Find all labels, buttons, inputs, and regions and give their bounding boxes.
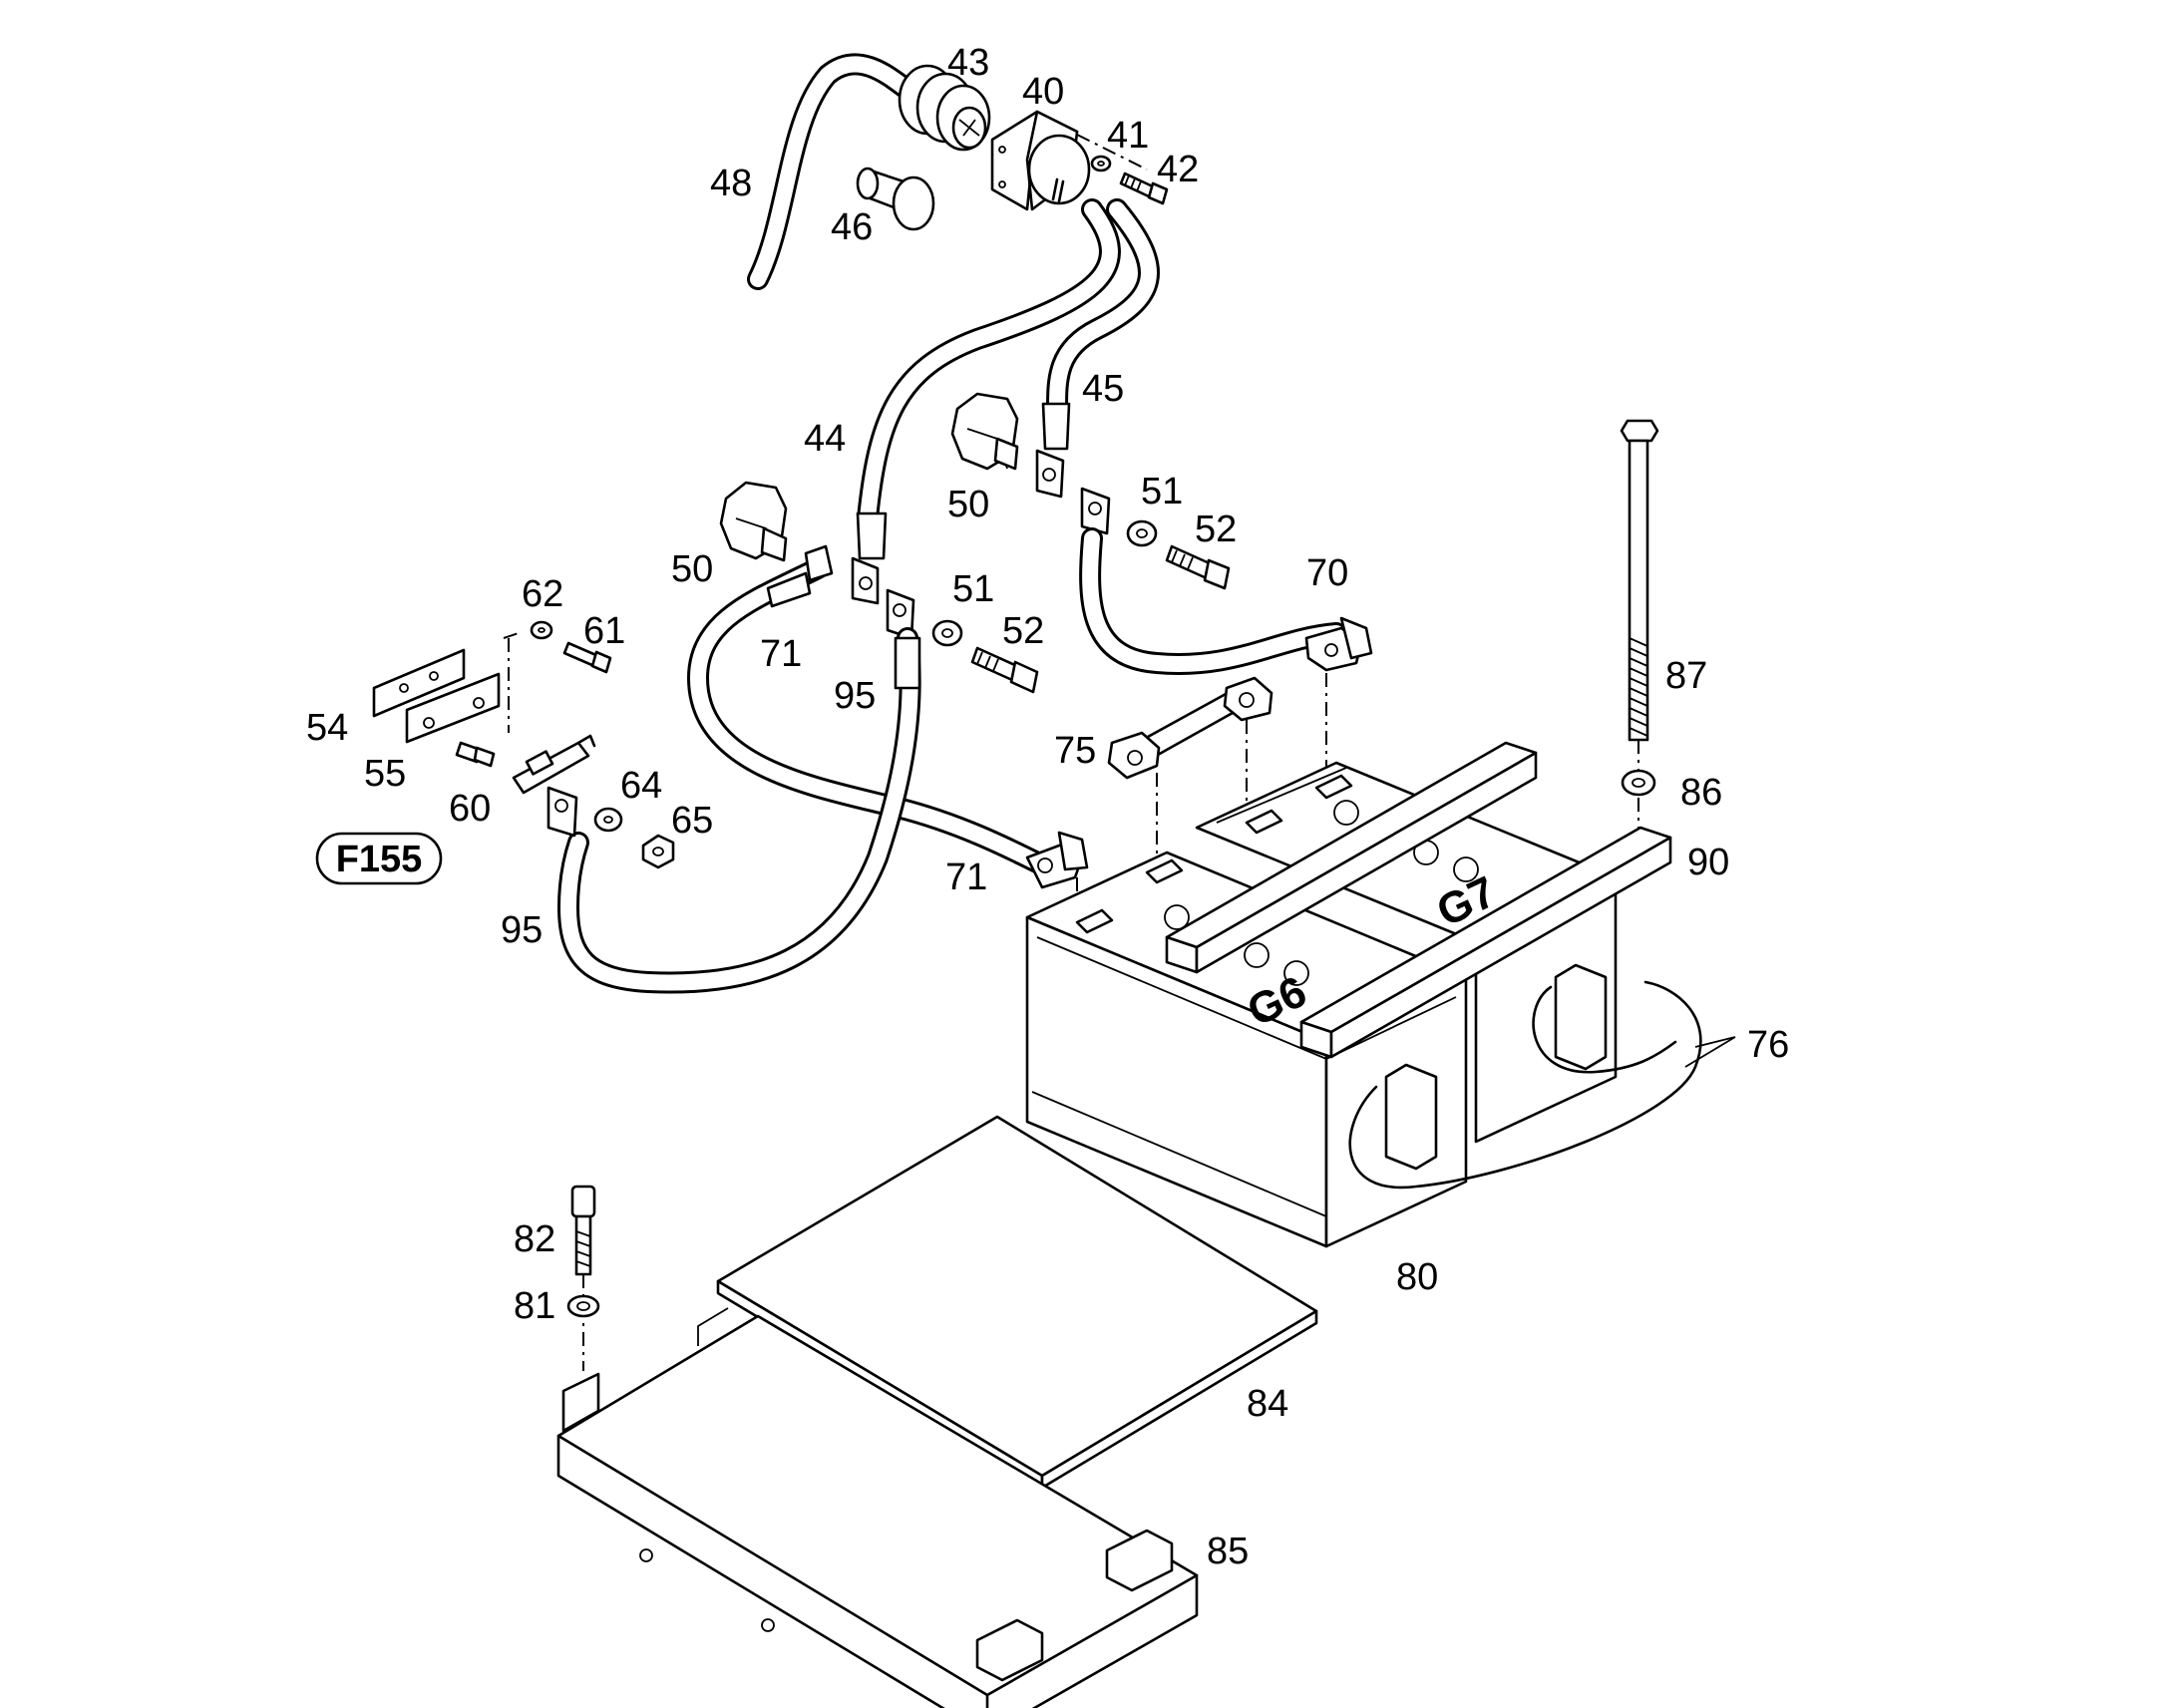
callout-45: 45 — [1082, 368, 1124, 410]
terminal-nut-50-left — [719, 481, 788, 562]
callout-labels: 43 40 41 42 48 46 45 44 50 50 51 52 51 5… — [306, 42, 1789, 1572]
callout-51-upper: 51 — [1141, 471, 1183, 512]
hold-down-bar-upper — [1165, 741, 1538, 974]
bolt-82 — [570, 1185, 596, 1276]
callout-54: 54 — [306, 707, 348, 749]
switch-40 — [990, 110, 1091, 211]
nut-65 — [641, 834, 675, 869]
cable-71 — [687, 544, 1089, 889]
screw-61 — [562, 641, 612, 674]
cable-95-upper — [557, 627, 921, 994]
battery-bridge-75 — [1107, 676, 1273, 780]
callout-71-upper: 71 — [760, 633, 802, 675]
callout-52-upper: 52 — [1195, 509, 1237, 550]
plate-54 — [372, 648, 466, 718]
callout-80: 80 — [1396, 1256, 1438, 1298]
bolt-55-small — [455, 741, 496, 768]
callout-87: 87 — [1665, 655, 1707, 697]
fuse-60 — [512, 734, 596, 795]
washer-81 — [566, 1294, 600, 1318]
callout-75: 75 — [1054, 730, 1096, 772]
washer-51-middle — [931, 619, 963, 647]
washer-86 — [1621, 769, 1656, 797]
callout-41: 41 — [1107, 115, 1149, 157]
bolt-52-middle — [970, 646, 1039, 694]
cap-46 — [856, 167, 935, 231]
strap-76 — [1348, 980, 1702, 1190]
washer-41 — [1090, 155, 1112, 172]
callout-84: 84 — [1247, 1383, 1288, 1425]
callout-70: 70 — [1306, 552, 1348, 594]
terminal-nut-50-right — [950, 392, 1019, 471]
callout-61: 61 — [583, 610, 625, 652]
block-55 — [405, 672, 501, 744]
cable-45 — [1035, 198, 1160, 499]
cable-lug-95-lower — [546, 786, 578, 838]
hold-down-bar-90 — [1299, 826, 1672, 1059]
callout-86: 86 — [1680, 772, 1722, 814]
callout-44: 44 — [804, 418, 846, 460]
washer-51-upper — [1126, 519, 1158, 547]
callout-42: 42 — [1157, 149, 1199, 190]
cable-70 — [1079, 527, 1373, 675]
callout-71-lower: 71 — [945, 856, 987, 898]
callout-48: 48 — [710, 163, 752, 204]
callout-95-upper: 95 — [834, 675, 876, 717]
callout-95-lower: 95 — [501, 909, 543, 951]
callout-50-left: 50 — [671, 548, 713, 590]
cable-48 — [747, 53, 918, 290]
callout-62: 62 — [522, 573, 563, 615]
callout-82: 82 — [514, 1218, 555, 1260]
callout-43: 43 — [947, 42, 989, 84]
callout-60: 60 — [449, 788, 491, 830]
cable-44 — [851, 198, 1121, 605]
callout-90: 90 — [1687, 842, 1729, 883]
callout-40: 40 — [1022, 71, 1064, 113]
callout-52-middle: 52 — [1002, 610, 1044, 652]
washer-62 — [530, 620, 553, 640]
figure-code-text: F155 — [336, 839, 423, 880]
callout-65: 65 — [671, 800, 713, 842]
callout-55: 55 — [364, 753, 406, 795]
callout-64: 64 — [620, 765, 662, 807]
figure-code-badge: F155 — [315, 832, 443, 885]
callout-46: 46 — [831, 206, 873, 248]
bolt-87 — [1620, 419, 1659, 742]
callout-50-right: 50 — [947, 484, 989, 525]
bolt-52-upper — [1165, 544, 1231, 590]
callout-51-middle: 51 — [952, 568, 994, 610]
cable-lug-upper — [1080, 487, 1111, 535]
callout-76: 76 — [1747, 1024, 1789, 1066]
callout-85: 85 — [1207, 1531, 1249, 1572]
callout-81: 81 — [514, 1285, 555, 1327]
socket-43 — [898, 64, 991, 152]
screw-42 — [1119, 171, 1169, 205]
washer-64 — [593, 807, 623, 833]
battery-tray-85 — [556, 1307, 1199, 1708]
